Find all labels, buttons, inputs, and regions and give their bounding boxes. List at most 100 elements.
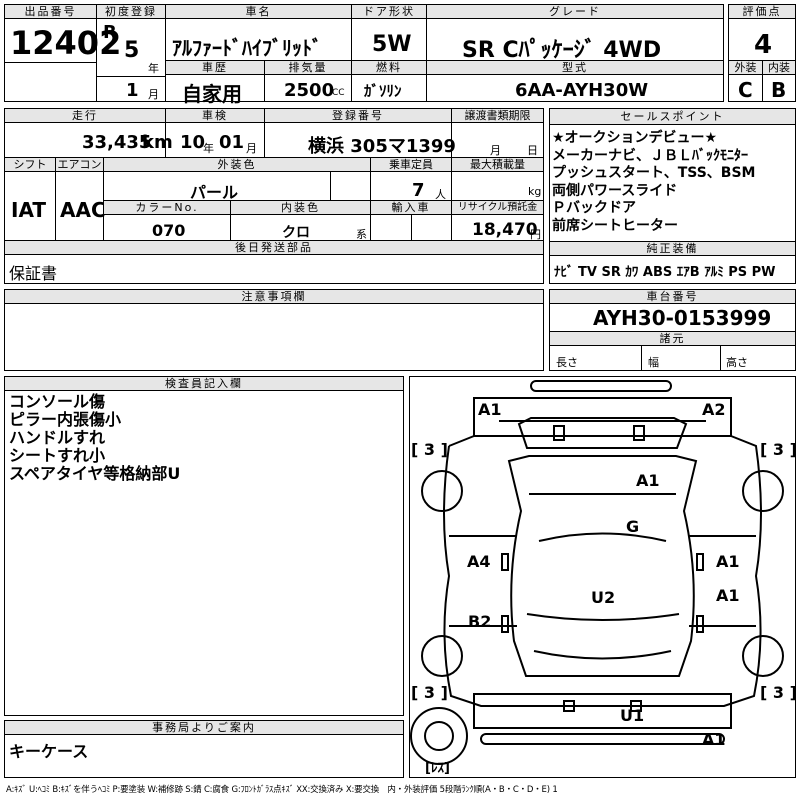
color-label: 外装色 <box>104 158 370 172</box>
length-label: 長さ <box>556 356 578 369</box>
header-block <box>4 4 724 102</box>
inspector-line: ピラー内張傷小 <box>9 410 122 429</box>
sales-label: セールスポイント <box>550 109 795 125</box>
mark-tire-rr: [ 3 ] <box>760 683 797 702</box>
wheel-fr-shape <box>742 470 784 512</box>
reg-year: 5 <box>124 38 140 63</box>
notes-label: 注意事項欄 <box>5 290 543 304</box>
mileage-label: 走行 <box>5 109 165 123</box>
inspection-year-unit: 年 <box>203 142 214 155</box>
sales-line: メーカーナビ、ＪＢＬﾊﾞｯｸﾓﾆﾀｰ <box>552 147 748 164</box>
inspector-label: 検査員記入欄 <box>5 377 403 391</box>
ext-label: 外装 <box>729 61 762 75</box>
mark-center: U2 <box>591 588 616 607</box>
inspection-month-unit: 月 <box>246 142 257 155</box>
car-diagram <box>410 380 784 765</box>
sales-line: プッシュスタート、TSS、BSM <box>552 165 756 181</box>
legend: A:ｷｽﾞ U:ﾍｺﾐ B:ｷｽﾞを伴うﾍｺﾐ P:要塗装 W:補修跡 S:錆 … <box>6 785 558 795</box>
mark-left-rear-door: B2 <box>468 612 492 631</box>
shift-label: シフト <box>5 158 55 172</box>
load-unit: kg <box>528 185 542 198</box>
mark-left-front-door: A4 <box>467 552 491 571</box>
model: 6AA-AYH30W <box>515 80 649 101</box>
equipment-label: 純正装備 <box>550 242 795 256</box>
inspector-line: ハンドルすれ <box>9 428 106 447</box>
mark-front-right: A2 <box>702 400 726 419</box>
capacity-label: 乗車定員 <box>371 158 451 172</box>
front-bumper-shape <box>530 380 672 392</box>
car-name: ｱﾙﾌｧｰﾄﾞﾊｲﾌﾞﾘｯﾄﾞ <box>172 36 322 60</box>
height-label: 高さ <box>726 356 748 369</box>
inspector-block <box>4 376 404 716</box>
mark-roof: G <box>626 517 640 536</box>
hood-shape <box>517 417 688 449</box>
score-label: 評価点 <box>729 5 795 19</box>
mark-spare: [ﾚｽ] <box>425 761 450 776</box>
fuel-label: 燃料 <box>352 61 426 75</box>
lot-label: 出品番号 <box>5 5 96 19</box>
mark-hood: A1 <box>636 471 660 490</box>
equipment: ﾅﾋﾞ TV SR ｶﾜ ABS ｴｱB ｱﾙﾐ PS PW <box>554 265 776 280</box>
interior-color: クロ <box>282 225 310 241</box>
load-label: 最大積載量 <box>452 158 543 172</box>
car-name-label: 車名 <box>166 5 351 19</box>
int-label: 内装 <box>763 61 795 75</box>
lot-number: 12402 <box>10 24 122 62</box>
sales-line: 両側パワースライド <box>552 182 678 199</box>
door-label: ドア形状 <box>352 5 426 19</box>
inspection-month: 01 <box>219 132 245 153</box>
model-label: 型式 <box>427 61 723 75</box>
rear-window-shape <box>533 650 672 660</box>
transfer-month-unit: 月 <box>490 144 501 157</box>
ac-label: エアコン <box>56 158 103 172</box>
mark-rear-right: A1 <box>702 730 726 749</box>
history: 自家用 <box>182 82 242 106</box>
plate-label: 登録番号 <box>265 109 451 123</box>
later-parts: 保証書 <box>9 264 58 283</box>
displacement: 2500 <box>284 80 335 101</box>
color-number: 070 <box>152 221 186 240</box>
exterior-grade: C <box>738 78 753 102</box>
inspector-line: シートすれ小 <box>9 446 106 465</box>
import-label: 輸入車 <box>371 201 451 215</box>
recycle-fee: 18,470 <box>472 220 538 240</box>
reg-year-unit: 年 <box>148 62 159 75</box>
transfer-day-unit: 日 <box>527 144 538 157</box>
inspection-label: 車検 <box>166 109 264 123</box>
mark-right-rear-door: A1 <box>716 586 740 605</box>
office-note: キーケース <box>9 742 89 761</box>
inspector-line: スペアタイヤ等格納部U <box>9 464 181 483</box>
sales-line: Ｐバックドア <box>552 200 636 216</box>
body-outline <box>443 435 762 707</box>
mark-tire-fl: [ 3 ] <box>411 440 448 459</box>
cabin-outline <box>507 455 698 677</box>
body-color: パール <box>190 183 239 202</box>
history-label: 車歴 <box>166 61 264 75</box>
chassis-number: AYH30-0153999 <box>593 306 772 330</box>
mark-tire-rl: [ 3 ] <box>411 683 448 702</box>
sales-lines: ★オークションデビュー★ メーカーナビ、ＪＢＬﾊﾞｯｸﾓﾆﾀｰ プッシュスタート… <box>552 130 794 235</box>
wheel-fl-shape <box>421 470 463 512</box>
score: 4 <box>754 30 773 60</box>
sales-line: 前席シートヒーター <box>552 217 678 234</box>
wheel-rl-shape <box>421 635 463 677</box>
transfer-label: 譲渡書類期限 <box>452 109 543 123</box>
mileage-unit: km <box>142 132 173 153</box>
mileage: 33,435 <box>82 132 152 153</box>
displacement-unit: CC <box>332 88 345 98</box>
fuel: ｶﾞｿﾘﾝ <box>364 82 402 100</box>
mark-rear-bumper: U1 <box>620 706 645 725</box>
wheel-rr-shape <box>742 635 784 677</box>
plate-number: 横浜 305マ1399 <box>308 136 456 157</box>
width-label: 幅 <box>648 356 659 369</box>
inspector-line: コンソール傷 <box>9 392 106 411</box>
interior-grade: B <box>771 78 787 102</box>
color-no-label: カラーNo. <box>104 201 230 215</box>
recycle-unit: 円 <box>530 228 541 241</box>
specs-label: 諸元 <box>550 331 795 346</box>
capacity: 7 <box>412 180 425 201</box>
spare-tire-shape <box>410 707 468 765</box>
inspector-lines: コンソール傷 ピラー内張傷小 ハンドルすれ シートすれ小 スペアタイヤ等格納部U <box>9 393 180 483</box>
grade: SR Cﾊﾟｯｹｰｼﾞ 4WD <box>462 38 662 63</box>
mark-tire-fr: [ 3 ] <box>760 440 797 459</box>
